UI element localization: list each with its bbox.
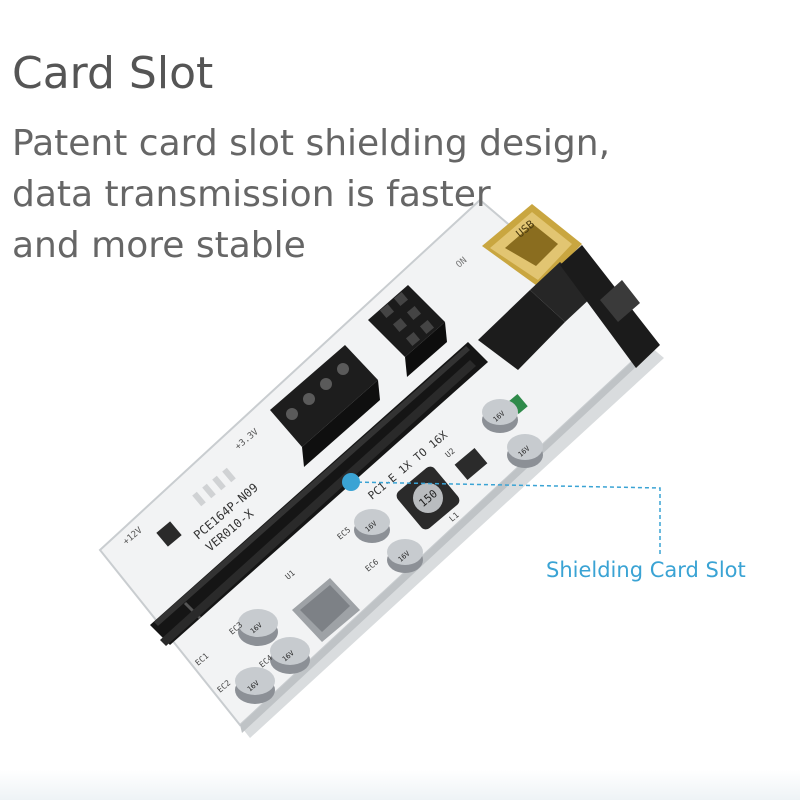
sata-power-connector bbox=[560, 245, 660, 368]
capacitor: 16V bbox=[354, 509, 390, 543]
capacitor: 16V bbox=[235, 667, 275, 704]
jumper-headers bbox=[192, 467, 236, 507]
callout-leader-line bbox=[350, 481, 661, 556]
molex-power-connector bbox=[270, 345, 380, 467]
usb-housing-top bbox=[530, 262, 595, 322]
description-line: Patent card slot shielding design, bbox=[12, 123, 611, 164]
description-line: and more stable bbox=[12, 225, 306, 266]
description-line: data transmission is faster bbox=[12, 174, 491, 215]
capacitor: 16V bbox=[387, 539, 423, 573]
usb-housing bbox=[478, 290, 565, 370]
capacitor: 16V bbox=[507, 434, 543, 468]
page-title: Card Slot bbox=[12, 48, 214, 99]
callout-pointer bbox=[342, 473, 661, 556]
capacitor: 16V bbox=[482, 399, 518, 433]
capacitor: 16V bbox=[238, 609, 278, 646]
six-pin-power-connector bbox=[368, 285, 447, 377]
smd-component-green bbox=[508, 394, 528, 414]
ic-chip bbox=[454, 447, 488, 481]
slot-contact-strip bbox=[160, 360, 476, 646]
callout-label: Shielding Card Slot bbox=[546, 558, 746, 582]
voltage-regulator bbox=[292, 578, 360, 642]
bottom-fade bbox=[0, 770, 800, 800]
inductor-150: 150 bbox=[396, 466, 460, 530]
feature-description: Patent card slot shielding design, data … bbox=[12, 118, 712, 271]
small-chip bbox=[156, 521, 182, 547]
board-edge bbox=[240, 345, 652, 733]
capacitor: 16V bbox=[270, 637, 310, 674]
